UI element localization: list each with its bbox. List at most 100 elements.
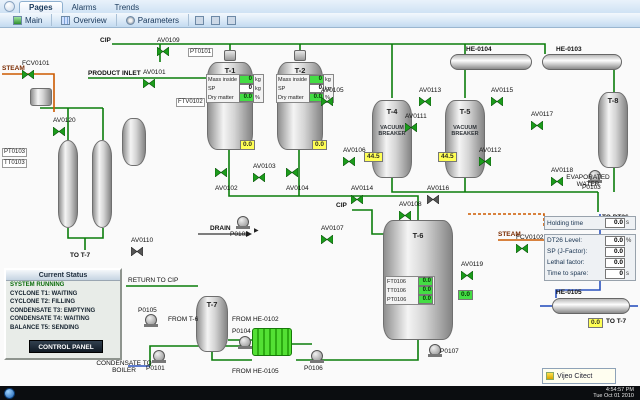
valve-av0101[interactable]: AV0101	[143, 61, 166, 88]
valve-av0115[interactable]: AV0115	[491, 79, 513, 106]
vijeo-citect-window[interactable]: Vijeo Citect	[542, 368, 616, 384]
p0103-label: P0103	[582, 184, 601, 191]
pump-p0103[interactable]	[588, 170, 602, 183]
valve-fcv0101[interactable]: FCV0101	[22, 52, 49, 79]
pipe	[211, 352, 252, 361]
fcv0101-label: FCV0101	[22, 60, 50, 67]
valve-av0114[interactable]: AV0114	[351, 177, 373, 204]
valve-av0108[interactable]: AV0108	[399, 193, 422, 220]
tank-t6-label: T-6	[412, 231, 424, 240]
valve-icon	[399, 211, 411, 220]
start-button[interactable]	[4, 387, 15, 399]
av0107-label: AV0107	[321, 225, 344, 232]
vijeo-citect-title: Vijeo Citect	[557, 372, 593, 380]
arrow-right-icon: ▶	[254, 228, 259, 234]
av0118-label: AV0118	[551, 167, 574, 174]
kg-unit: kg	[325, 85, 331, 92]
app-menu-button[interactable]	[4, 1, 15, 12]
valve-av0106[interactable]: AV0106	[343, 139, 366, 166]
tank-t4[interactable]: T-4 VACUUM BREAKER	[372, 100, 412, 178]
status-line: CONDENSATE T3: EMPTYING	[10, 307, 96, 314]
pump-p0102[interactable]	[236, 216, 250, 229]
heat-exchanger-he0104[interactable]	[450, 54, 532, 70]
valve-av0103[interactable]: AV0103	[253, 155, 276, 182]
status-line: BALANCE T5: SENDING	[10, 324, 80, 331]
return-to-cip-label: RETURN TO CIP	[128, 277, 179, 284]
vacuum-breaker-label: VACUUM BREAKER	[451, 125, 479, 137]
valve-av0119[interactable]: AV0119	[461, 253, 483, 280]
av0101-label: AV0101	[143, 69, 166, 76]
parameters-button[interactable]: Parameters	[119, 14, 186, 27]
sp-label: SP	[278, 85, 286, 92]
taskbar-clock[interactable]: 4:54:57 PM Tue Oct 01 2010	[593, 387, 634, 399]
t1-level-value: 0.0	[240, 140, 256, 150]
instrument-pt0103[interactable]: PT0103	[2, 148, 28, 157]
main-icon	[13, 15, 22, 25]
valve-av0109[interactable]: AV0109	[157, 29, 180, 56]
vacuum-breaker-label: VACUUM BREAKER	[378, 125, 406, 137]
valve-av0118[interactable]: AV0118	[551, 159, 573, 186]
evaporated-water-label: EVAPORATED WATER	[566, 174, 610, 188]
valve-icon	[405, 123, 417, 132]
status-line: CONDENSATE T4: WAITING	[10, 316, 90, 322]
overview-button[interactable]: Overview	[54, 14, 113, 27]
tab-pages[interactable]: Pages	[19, 1, 63, 13]
tab-trends[interactable]: Trends	[114, 3, 140, 12]
valve-av0107[interactable]: AV0107	[321, 217, 344, 244]
control-panel-button[interactable]: CONTROL PANEL	[29, 340, 103, 353]
clock-time: 4:54:57 PM	[605, 387, 634, 393]
pump-p0104[interactable]	[238, 336, 252, 349]
pct-unit: %	[255, 94, 260, 101]
valve-icon	[215, 168, 227, 177]
valve-av0102[interactable]: AV0102	[215, 168, 238, 195]
ft0106-value: 0.0	[418, 277, 433, 286]
t2-dm-value: 0.0	[309, 93, 324, 102]
steam-pipe	[468, 213, 545, 226]
p0106-label: P0106	[304, 365, 323, 372]
condensate-to-boiler-label: CONDENSATE TO BOILER	[96, 360, 152, 374]
valve-fcv0102[interactable]: FCV0102	[516, 226, 543, 253]
holding-time-label: Holding time	[547, 219, 584, 227]
pump-p0101[interactable]	[152, 350, 166, 363]
tank-t7[interactable]: T-7	[196, 296, 228, 352]
green-motor-pump[interactable]	[252, 328, 292, 356]
small-vessel[interactable]	[122, 118, 146, 166]
valve-av0113[interactable]: AV0113	[419, 79, 441, 106]
toolbar-extra-icon[interactable]	[195, 15, 205, 25]
instrument-tt0103[interactable]: TT0103	[2, 159, 27, 168]
heat-exchanger-he0105[interactable]	[552, 298, 630, 314]
instrument-ftv0102[interactable]: FTV0102	[176, 98, 205, 107]
cyclone-vessel-1[interactable]	[58, 140, 78, 228]
pump-p0107[interactable]	[428, 344, 442, 357]
tank-t5[interactable]: T-5 VACUUM BREAKER	[445, 100, 485, 178]
pump-base	[238, 346, 252, 349]
t1-mass-value: 0	[239, 75, 254, 84]
valve-av0120[interactable]: AV0120	[53, 109, 76, 136]
he0105-label: HE-0105	[556, 289, 582, 296]
main-button[interactable]: Main	[6, 14, 49, 27]
valve-av0117[interactable]: AV0117	[531, 103, 553, 130]
pump-p0106[interactable]	[310, 350, 324, 363]
toolbar-extra-icon[interactable]	[227, 15, 237, 25]
tab-alarms[interactable]: Alarms	[71, 3, 97, 12]
steam-label: STEAM	[2, 65, 25, 72]
pipe	[352, 209, 384, 235]
t6-aux-value: 0.0	[458, 290, 474, 300]
valve-av0116[interactable]: AV0116	[427, 177, 449, 204]
valve-av0105[interactable]: AV0105	[321, 79, 344, 106]
heat-exchanger-he0103[interactable]	[542, 54, 622, 70]
valve-av0111[interactable]: AV0111	[405, 105, 427, 132]
t4-level-value: 44.5	[364, 152, 383, 162]
tank-t8[interactable]: T-8	[598, 92, 628, 168]
cyclone-vessel-2[interactable]	[92, 140, 112, 228]
status-line: CYCLONE T1: WAITING	[10, 290, 78, 297]
pump-p0105[interactable]	[144, 314, 158, 327]
valve-av0104[interactable]: AV0104	[286, 168, 309, 195]
toolbar-extra-icon[interactable]	[211, 15, 221, 25]
valve-av0112[interactable]: AV0112	[479, 139, 501, 166]
valve-icon	[419, 97, 431, 106]
valve-av0110[interactable]: AV0110	[131, 229, 153, 256]
vijeo-citect-icon	[546, 372, 554, 380]
instrument-pt0101[interactable]: PT0101	[188, 48, 214, 57]
